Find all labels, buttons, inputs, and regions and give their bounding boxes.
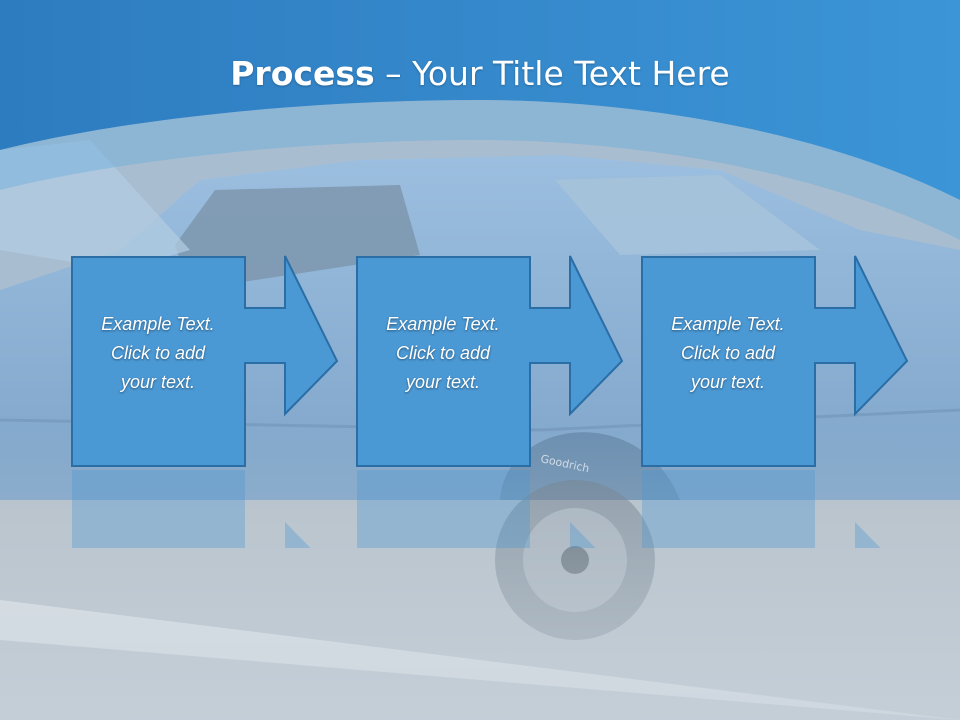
arrow-right-icon [356, 255, 624, 467]
title-rest-part: – Your Title Text Here [374, 54, 730, 93]
title-bold-part: Process [230, 54, 375, 93]
process-step-1[interactable]: Example Text. Click to add your text. [71, 255, 341, 468]
slide-title[interactable]: Process – Your Title Text Here [0, 52, 960, 96]
arrow-right-icon [71, 255, 339, 467]
arrow-right-icon [641, 255, 909, 467]
step-3-reflection [641, 468, 911, 548]
step-1-reflection [71, 468, 341, 548]
process-step-2[interactable]: Example Text. Click to add your text. [356, 255, 626, 468]
process-step-3[interactable]: Example Text. Click to add your text. [641, 255, 911, 468]
step-2-reflection [356, 468, 626, 548]
step-2-text[interactable]: Example Text. Click to add your text. [386, 314, 500, 392]
step-3-text[interactable]: Example Text. Click to add your text. [671, 314, 785, 392]
step-1-text[interactable]: Example Text. Click to add your text. [101, 314, 215, 392]
